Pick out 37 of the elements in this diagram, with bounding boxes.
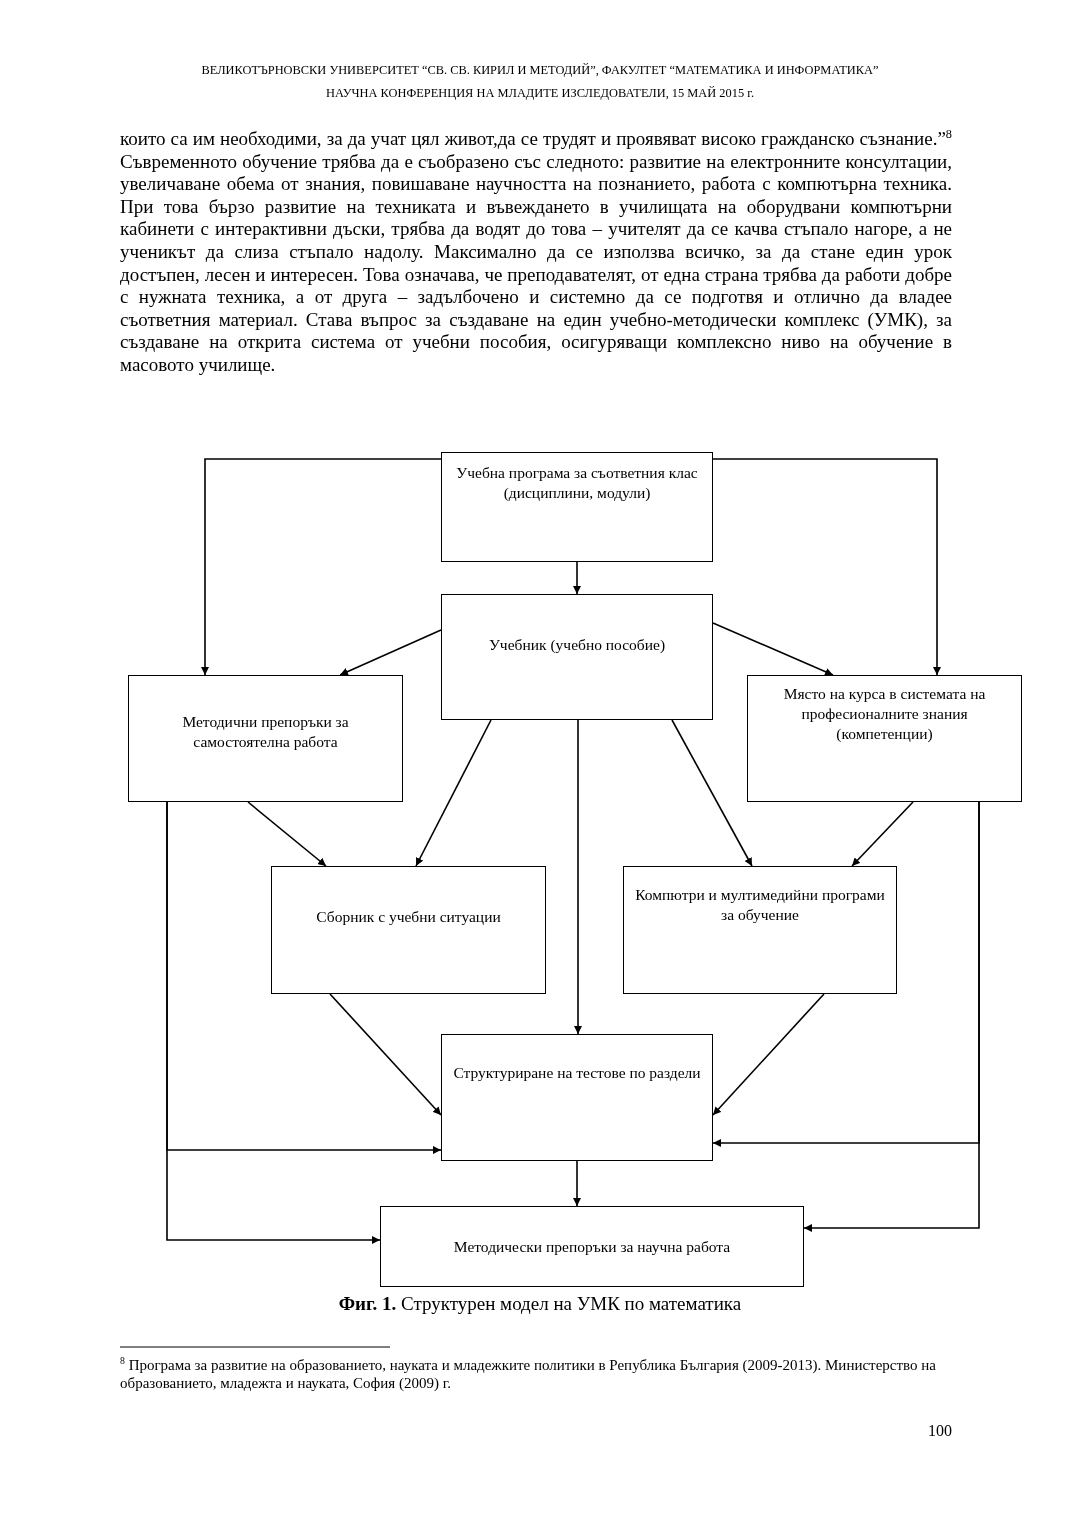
running-header: НАУЧНА КОНФЕРЕНЦИЯ НА МЛАДИТЕ ИЗСЛЕДОВАТЕЛИ, 15 МАЙ 2015 г. [325,86,755,101]
box-label: Място на курса в системата на професионалните знания (компетенции) [782,684,987,744]
process-box [623,866,897,994]
footnote-text: $^{8}$ Програма за развитие на образованието, науката и младежките политики в Република България (2009-2013). Министерство на образованието, младежта и науката, София (2009) г. [120,1356,937,1392]
arrow [803,801,980,1232]
arrow [712,458,941,676]
arrow [671,719,753,867]
arrow [201,458,442,676]
arrow [415,719,492,867]
process-box [747,675,1022,802]
body-paragraph: които са им необходими, за да учат цял живот,да се трудят и проявяват високо гражданско съзнание.”$^{8}$ Съвременното обучение трябва да е съобразено със следното: развитие на електронните консултации, увеличаване обема от знания, повишаване научността на познанието, работа с компютърна техника. При това бързо развитие на техниката и въвеждането в училищата на оборудвани компютърни кабинети с интерактивни дъски, трябва да водят до това – учителят да се качва стъпало нагоре, а не ученикът да слиза стъпало надолу. Максимално да се използва всичко, за да стане един урок достъпен, лесен и интересен. Това означава, че преподавателят, от една страна трябва да работи добре с нужната техника, а от друга – задълбочено и системно да се подготвя и отлично да владее съответния материал. Става въпрос за създаване на един учебно-методически комплекс (УМК), за създаване на открита система от учебни пособия, осигуряващи комплексно ниво на обучение в масовото училище. [120,128,952,377]
arrow [339,629,442,676]
arrow [712,622,834,676]
box-label: Учебник (учебно пособие) [487,635,667,655]
box-label: Методически препоръки за научна работа [452,1237,732,1257]
process-box [441,452,713,562]
box-label: Компютри и мултимедийни програми за обучение [634,885,886,925]
running-header: ВЕЛИКОТЪРНОВСКИ УНИВЕРСИТЕТ “СВ. СВ. КИРИЛ И МЕТОДИЙ”, ФАКУЛТЕТ “МАТЕМАТИКА И ИНФОРМАТИКА” [200,63,880,78]
arrow [574,719,582,1035]
box-label: Структуриране на тестове по раздели [452,1063,702,1083]
box-label: Сборник с учебни ситуации [315,907,502,927]
arrow [247,801,327,867]
figure-caption: Фиг. 1. Структурен модел на УМК по математика [337,1293,743,1315]
process-box [441,1034,713,1161]
arrow [851,801,914,867]
page-number: 100 [927,1422,952,1440]
process-box [271,866,546,994]
arrow [712,993,825,1116]
arrow [573,1160,581,1207]
arrow [329,993,442,1116]
box-label: Методични препоръки за самостоятелна работа [181,712,350,752]
process-box [380,1206,804,1287]
arrow [166,801,381,1244]
process-box [441,594,713,720]
box-label: Учебна програма за съответния клас (дисциплини, модули) [455,463,699,503]
arrow [573,561,581,595]
process-box [128,675,403,802]
